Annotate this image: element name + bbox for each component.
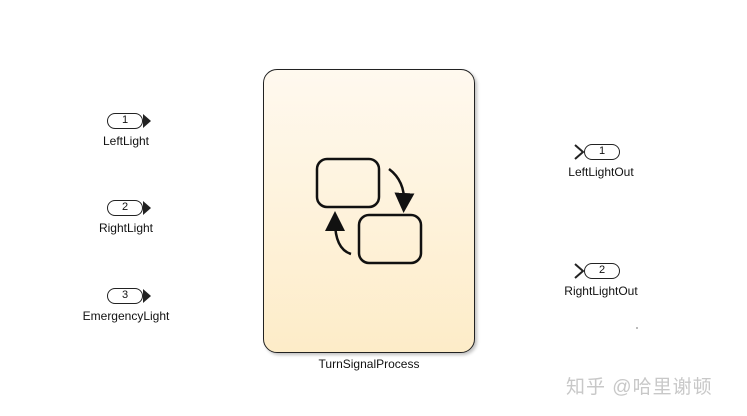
outport-label: RightLightOut (564, 284, 638, 298)
outport-arrow-icon (574, 144, 585, 160)
outport-label: LeftLightOut (568, 165, 634, 179)
inport-label: EmergencyLight (82, 309, 170, 323)
inport-label: LeftLight (102, 134, 150, 148)
inport-arrow-icon (143, 289, 151, 303)
watermark: 知乎 @哈里谢顿 (566, 377, 713, 398)
outport-arrow-icon (574, 263, 585, 279)
inport-arrow-icon (143, 114, 151, 128)
inport-arrow-icon (143, 201, 151, 215)
stateflow-chart-block[interactable] (263, 69, 475, 353)
stateflow-chart-icon (315, 157, 422, 264)
inport-label: RightLight (98, 221, 154, 235)
inport-number: 3 (107, 288, 143, 304)
canvas-dot (636, 327, 638, 329)
outport-number: 2 (584, 263, 620, 279)
chart-block-label: TurnSignalProcess (318, 357, 420, 371)
inport-number: 2 (107, 200, 143, 216)
outport-number: 1 (584, 144, 620, 160)
inport-number: 1 (107, 113, 143, 129)
